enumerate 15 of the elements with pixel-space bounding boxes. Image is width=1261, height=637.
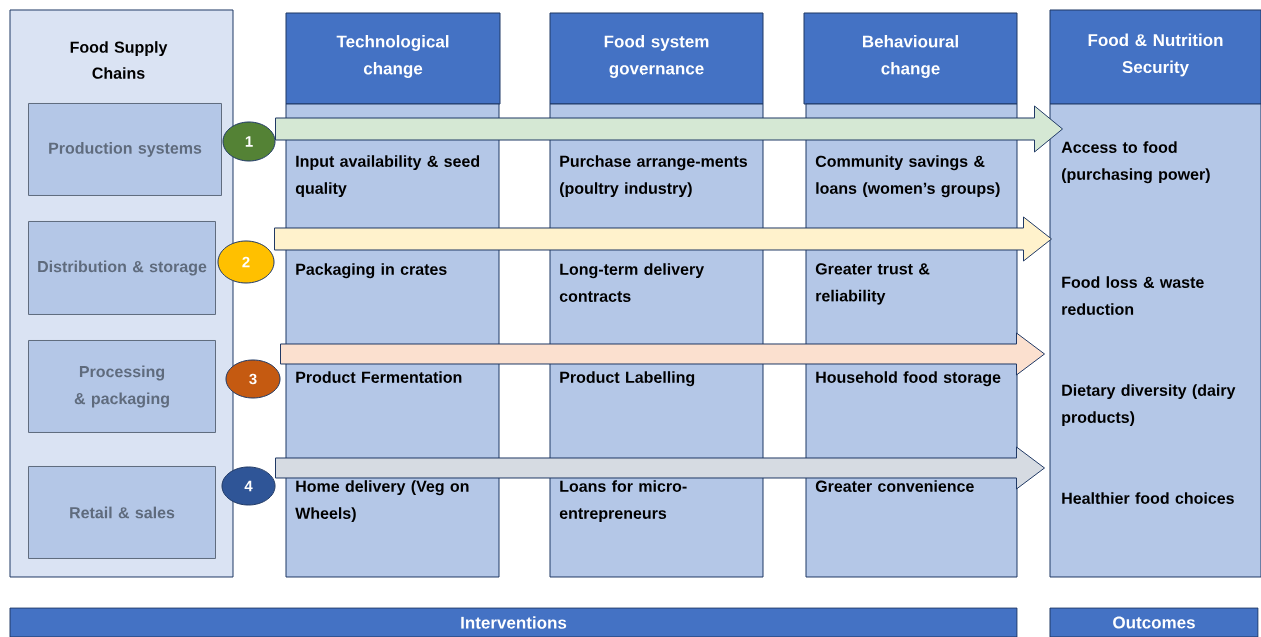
column-box: Access to food (purchasing power) Food loss & waste reduction Dietary diversity (dairy products) Healthier food choices	[1049, 103, 1261, 578]
header-box: Food & Nutrition Security	[1049, 9, 1261, 105]
stage-box: Processing & packaging	[28, 340, 216, 433]
stage-box: Production systems	[28, 103, 222, 196]
stage-box: Retail & sales	[28, 466, 216, 559]
stage-box: Distribution & storage	[28, 221, 216, 315]
block-arrow	[280, 332, 1045, 376]
footer-bar: Outcomes	[1049, 607, 1259, 637]
header-box: Behavioural change	[803, 12, 1018, 105]
header-box: Food system governance	[549, 12, 764, 105]
header-box: Technological change	[285, 12, 501, 105]
block-arrow	[275, 105, 1063, 153]
block-arrow	[274, 216, 1052, 262]
block-arrow	[275, 446, 1045, 490]
footer-bar: Interventions	[9, 607, 1018, 637]
